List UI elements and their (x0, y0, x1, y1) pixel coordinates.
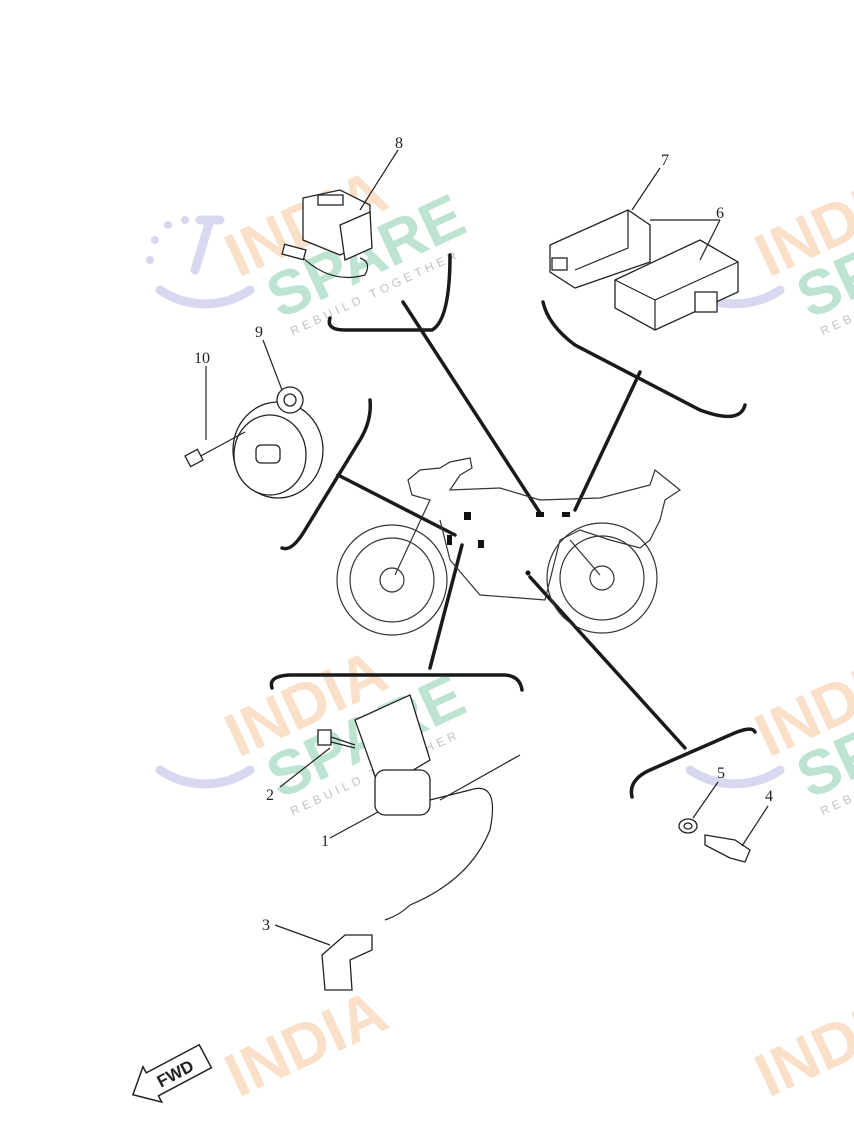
callout-6: 6 (716, 205, 724, 222)
part-5-washer (678, 818, 698, 834)
leader-lines (205, 149, 769, 946)
part-2-bolt (317, 729, 356, 749)
part-1-ignition-coil (354, 694, 521, 921)
part-6-cdi-unit (614, 239, 739, 331)
svg-text:INDIA: INDIA (745, 977, 854, 1111)
callout-labels: 1 2 3 4 5 6 7 8 9 10 (194, 135, 773, 934)
bracket-lines (269, 253, 757, 799)
part-4-switch (704, 834, 751, 863)
callout-5: 5 (717, 765, 725, 782)
callout-2: 2 (266, 787, 274, 804)
component-location-markers (447, 512, 570, 576)
callout-10: 10 (194, 350, 210, 367)
watermark: INDIA (215, 977, 397, 1111)
motorcycle-outline (336, 457, 682, 636)
part-8-relay (281, 189, 373, 279)
callout-9: 9 (255, 324, 263, 341)
callout-3: 3 (262, 917, 270, 934)
forward-arrow-icon: FWD (131, 1043, 213, 1104)
part-7-cover (549, 209, 651, 289)
watermark: INDIA (745, 977, 854, 1111)
part-10-bolt (184, 431, 246, 468)
watermark: INDIA SPARE REBUILD TOGETHER (155, 637, 475, 818)
callout-8: 8 (395, 135, 403, 152)
watermark: INDIA SPARE REBUILD TOGETHER (685, 157, 854, 338)
svg-text:INDIA: INDIA (215, 977, 397, 1111)
watermark-logo-icon (155, 285, 255, 309)
part-9-horn (232, 386, 324, 499)
callout-1: 1 (321, 833, 329, 850)
callout-7: 7 (661, 152, 669, 169)
part-3-plug-cap (321, 934, 373, 991)
callout-4: 4 (765, 788, 773, 805)
